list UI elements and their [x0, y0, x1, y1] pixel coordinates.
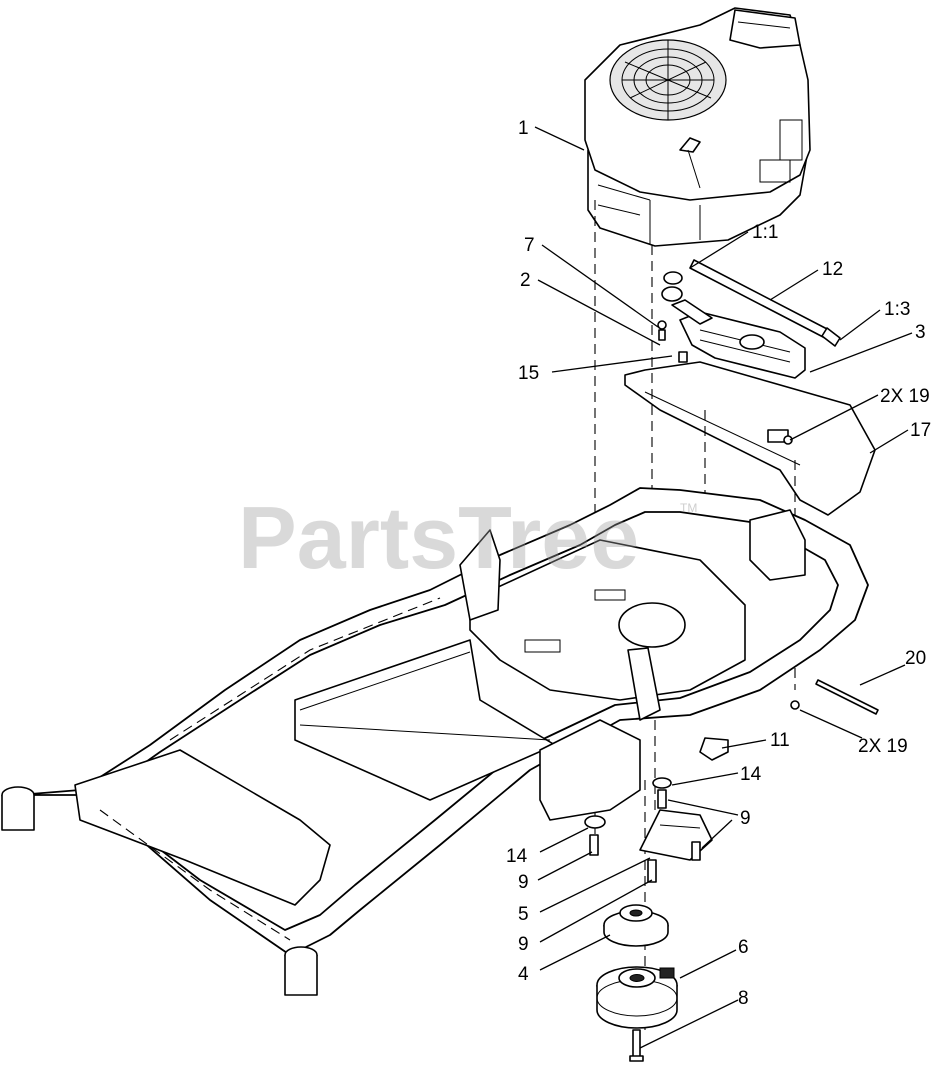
callout-2x19-top: 2X 19	[880, 386, 930, 407]
callout-9-left: 9	[518, 872, 529, 893]
gasket-part[interactable]	[661, 271, 683, 302]
callout-2x19-bottom: 2X 19	[858, 736, 908, 757]
muffler-part[interactable]	[671, 299, 806, 379]
pulley-part[interactable]	[603, 904, 669, 947]
leader-lines	[534, 126, 913, 1049]
callout-3: 3	[915, 322, 926, 343]
callout-labels: 1 1:1 7 12 2 1:3 3 15 2X 19 17 20 2X 19 …	[506, 118, 931, 1009]
callout-1: 1	[518, 118, 529, 139]
callout-9-lower: 9	[518, 934, 529, 955]
callout-5: 5	[518, 904, 529, 925]
watermark-text: PartsTree	[238, 488, 639, 587]
small-fasteners[interactable]	[657, 320, 793, 445]
callout-20: 20	[905, 648, 926, 669]
callout-6: 6	[738, 937, 749, 958]
callout-1-3: 1:3	[884, 299, 910, 320]
clutch-mount-hardware[interactable]	[584, 737, 729, 883]
callout-14-right: 14	[740, 764, 762, 785]
callout-7: 7	[524, 235, 535, 256]
callout-1-1: 1:1	[752, 222, 778, 243]
clutch-bolt-part[interactable]	[629, 1029, 644, 1062]
watermark: PartsTree TM	[238, 488, 697, 587]
exhaust-pipe-part[interactable]	[689, 259, 841, 347]
callout-17: 17	[910, 420, 931, 441]
heat-shield-part[interactable]	[624, 361, 876, 516]
callout-9-right: 9	[740, 808, 751, 829]
callout-2: 2	[520, 270, 531, 291]
pin-part[interactable]	[790, 679, 879, 715]
callout-4: 4	[518, 964, 529, 985]
callout-14-left: 14	[506, 846, 528, 867]
callout-12: 12	[822, 259, 843, 280]
watermark-trademark: TM	[680, 501, 697, 515]
callout-11: 11	[770, 730, 790, 751]
callout-8: 8	[738, 988, 749, 1009]
chassis-frame[interactable]	[1, 487, 869, 996]
callout-15: 15	[518, 363, 539, 384]
electric-clutch-part[interactable]	[596, 966, 678, 1029]
engine-part[interactable]	[584, 7, 811, 247]
